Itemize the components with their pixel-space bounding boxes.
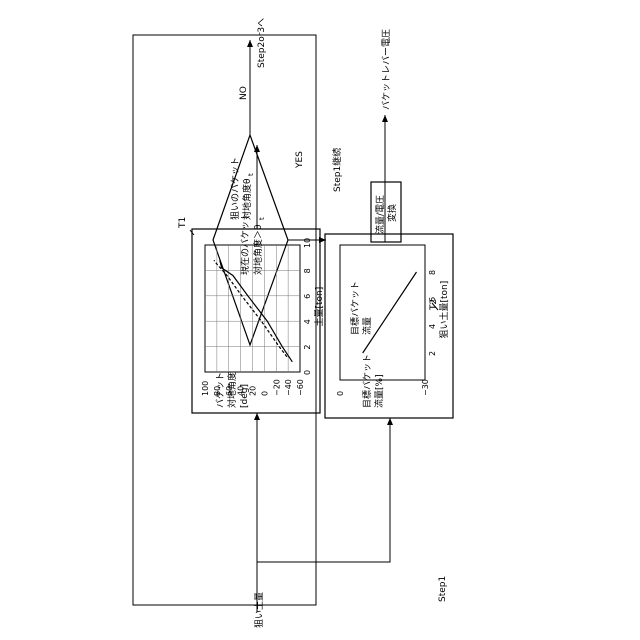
- target-flow-label-1: 目標バケット: [349, 281, 361, 335]
- target-flow-label-2: 流量: [361, 317, 373, 335]
- step1-continue-label: Step1継続: [331, 148, 343, 192]
- chart1-ytick-label: −20: [272, 379, 281, 396]
- chart1-xtick-label: 10: [303, 238, 312, 248]
- chart2-xlabel: 狙い土量[ton]: [438, 281, 450, 339]
- chart1-xtick-label: 8: [303, 268, 312, 273]
- chart2-ytick-label: −30: [421, 379, 430, 396]
- conversion-label-1: 流量/電圧: [374, 195, 386, 234]
- chart1-ylabel: [deg]: [240, 384, 250, 408]
- chart1-xtick-label: 0: [303, 370, 312, 375]
- lever-voltage-label: バケットレバー電圧: [381, 29, 392, 110]
- conversion-label-2: 変換: [386, 204, 398, 222]
- chart1-xtick-label: 4: [303, 319, 312, 324]
- current-angle-sub: t: [258, 217, 266, 220]
- chart1-ytick-label: 0: [260, 391, 269, 396]
- chart2-series-line: [363, 272, 417, 353]
- chart1-xlabel: 土量[ton]: [313, 287, 325, 327]
- chart2-xtick-label: 2: [428, 351, 437, 356]
- chart2-ylabel: 流量[%]: [373, 374, 385, 408]
- chart2-xtick-label: 4: [428, 324, 437, 329]
- t1-label: T1: [178, 217, 188, 229]
- chart1-ytick-label: −40: [284, 379, 293, 396]
- chart1-ylabel: 対地角度: [226, 372, 238, 408]
- target-angle-label-1: 狙いのバケット: [230, 157, 241, 220]
- yes-label: YES: [295, 151, 305, 169]
- chart1-ytick-label: −60: [296, 379, 305, 396]
- input-soil-label: 狙い土量: [253, 592, 265, 628]
- no-label: NO: [239, 86, 249, 100]
- chart2-xtick-label: 8: [428, 270, 437, 275]
- chart2-xtick-label: 6: [428, 297, 437, 302]
- step-next-label: Step2or3へ: [257, 18, 267, 68]
- current-angle-label-2: 対地角度＞θ: [252, 224, 264, 275]
- chart1-xtick-label: 2: [303, 345, 312, 350]
- chart2-ytick-label: 0: [336, 391, 345, 396]
- step1-frame: [133, 35, 316, 605]
- chart1-xtick-label: 6: [303, 294, 312, 299]
- chart2-ylabel: 目標バケット: [361, 354, 373, 408]
- input-branch: [257, 418, 390, 562]
- chart1-ytick-label: 100: [201, 381, 210, 396]
- target-angle-sub: t: [247, 173, 255, 176]
- chart1-ylabel: バケット: [215, 372, 226, 408]
- step1-label: Step1: [438, 576, 448, 602]
